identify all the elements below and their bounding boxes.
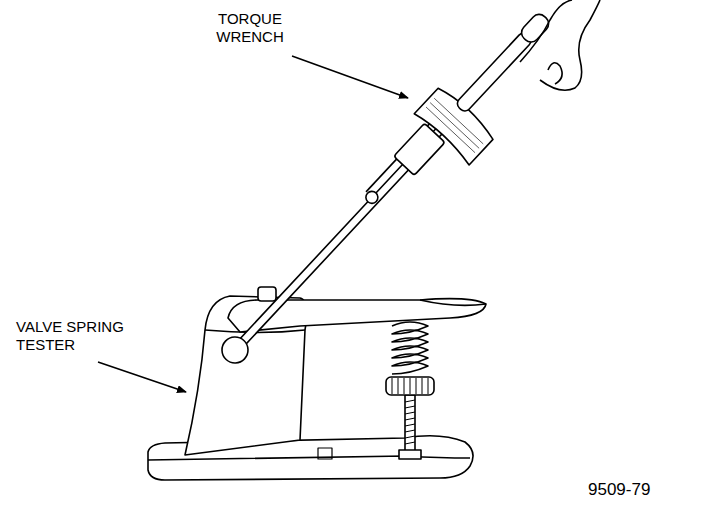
part-label: TORQUE WRENCH xyxy=(204,10,296,46)
figure-number: 9509-79 xyxy=(588,481,688,499)
part-label: VALVE SPRING TESTER xyxy=(16,318,148,354)
